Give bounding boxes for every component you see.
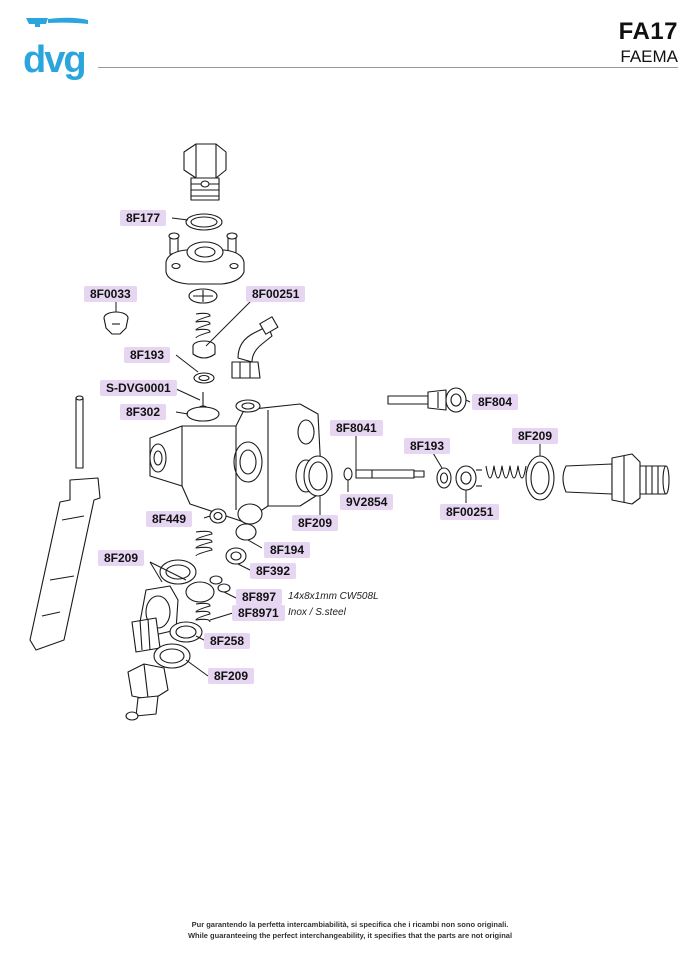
bolt-8f804 bbox=[387, 387, 467, 413]
label-8f0033: 8F0033 bbox=[84, 286, 137, 302]
footer-disclaimer-en: While guaranteeing the perfect interchan… bbox=[187, 931, 513, 940]
note-8f8971-spec: Inox / S.steel bbox=[288, 607, 346, 618]
label-8f209-bottom: 8F209 bbox=[208, 668, 255, 684]
note-8f897-spec: 14x8x1mm CW508L bbox=[288, 591, 379, 602]
label-8f8041: 8F8041 bbox=[330, 420, 383, 436]
label-8f177: 8F177 bbox=[120, 210, 167, 226]
footer-disclaimer-it: Pur garantendo la perfetta intercambiabi… bbox=[191, 920, 509, 929]
brand-name: FAEMA bbox=[620, 47, 678, 66]
label-8f193-left: 8F193 bbox=[124, 347, 171, 363]
spring-top bbox=[195, 312, 211, 339]
label-8f209-right: 8F209 bbox=[512, 428, 559, 444]
lever-arm bbox=[29, 477, 101, 651]
label-s-dvg0001: S-DVG0001 bbox=[100, 380, 177, 396]
banjo-bolt bbox=[183, 143, 227, 201]
leader-lines bbox=[115, 217, 541, 677]
dvg-logo: dvg bbox=[23, 17, 88, 80]
flange-cover bbox=[165, 232, 245, 285]
label-8f302: 8F302 bbox=[120, 404, 167, 420]
valve-8f00251-right bbox=[455, 465, 482, 491]
page-title: FA17 bbox=[618, 18, 678, 45]
label-8f449: 8F449 bbox=[146, 511, 193, 527]
label-8f8971: 8F8971 bbox=[232, 605, 285, 621]
label-8f209-mid: 8F209 bbox=[292, 515, 339, 531]
label-8f258: 8F258 bbox=[204, 633, 251, 649]
label-8f392: 8F392 bbox=[250, 563, 297, 579]
lower-fitting-assembly bbox=[131, 585, 179, 653]
coffee-cup-icon bbox=[26, 18, 48, 27]
label-9v2854: 9V2854 bbox=[340, 494, 394, 510]
threaded-fitting-right bbox=[562, 453, 670, 505]
header-rule bbox=[98, 67, 678, 68]
washer-8f194 bbox=[235, 523, 257, 541]
pin-8f8041 bbox=[355, 469, 425, 479]
main-body bbox=[149, 399, 323, 525]
valve-8f193-left bbox=[192, 340, 216, 359]
nozzle-8f0033 bbox=[103, 311, 129, 335]
bottom-nut bbox=[125, 663, 169, 721]
label-8f209-left: 8F209 bbox=[98, 550, 145, 566]
logo-text: dvg bbox=[23, 39, 85, 80]
label-8f897: 8F897 bbox=[236, 589, 283, 605]
label-8f00251-right: 8F00251 bbox=[440, 504, 500, 520]
label-8f193-right: 8F193 bbox=[404, 438, 451, 454]
oring-8f302 bbox=[186, 406, 220, 422]
label-8f194: 8F194 bbox=[264, 542, 311, 558]
label-8f804: 8F804 bbox=[472, 394, 519, 410]
rod bbox=[75, 397, 84, 469]
spring-right bbox=[485, 465, 527, 479]
oring-9v2854 bbox=[343, 467, 353, 481]
spring-left bbox=[195, 530, 213, 557]
label-8f00251-top: 8F00251 bbox=[246, 286, 306, 302]
elbow-fitting bbox=[231, 316, 279, 379]
